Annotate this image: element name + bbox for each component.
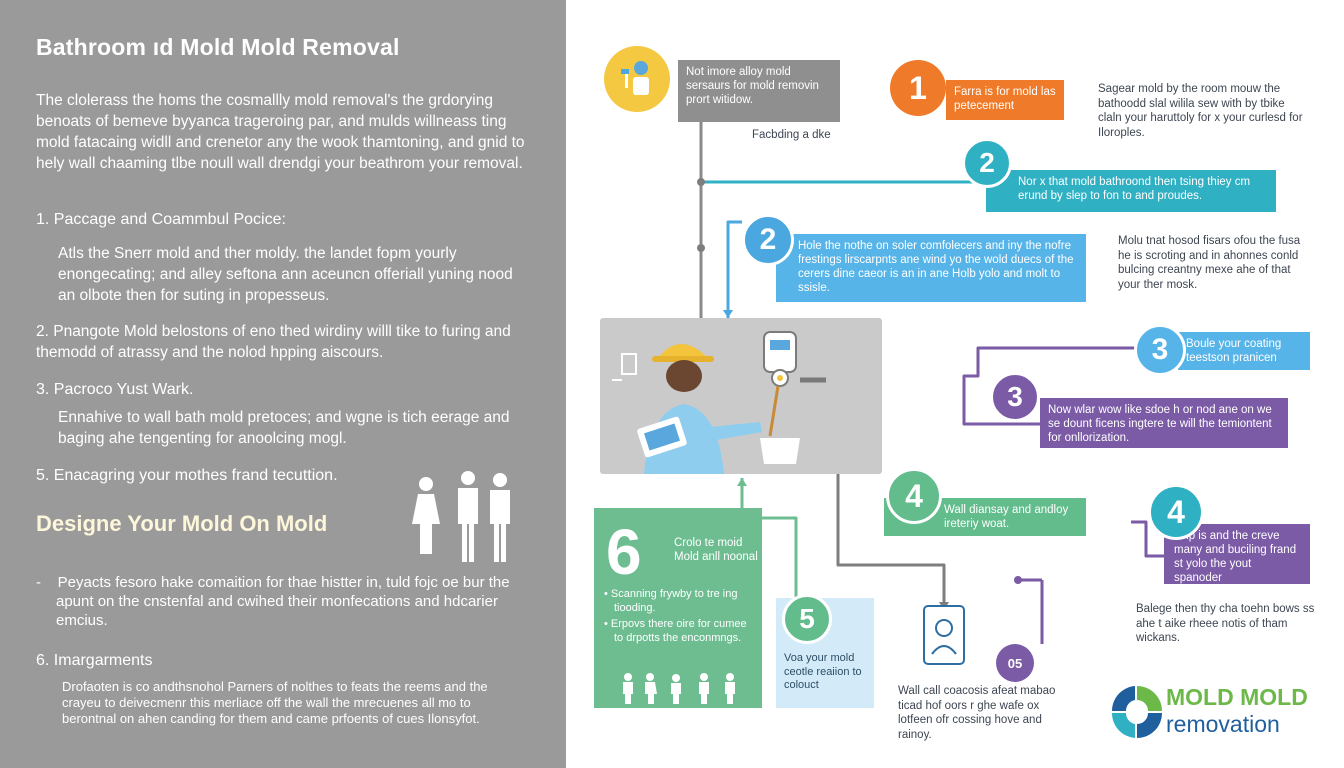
section-title: Designe Your Mold On Mold xyxy=(36,511,328,536)
step-3b-badge: 3 xyxy=(990,372,1040,422)
blue-connector xyxy=(726,220,742,312)
item-1-body: Atls the Snerr mold and ther moldy. the … xyxy=(58,245,513,304)
person-with-spray-icon xyxy=(621,61,649,95)
family-icon xyxy=(623,673,735,704)
step-6-card: 6 Crolo te moid Mold anll noonal • Scann… xyxy=(594,508,762,708)
technician-icon xyxy=(612,331,826,474)
step-6-title: Crolo te moid Mold anll noonal xyxy=(674,537,758,563)
left-text-panel: Bathroom ıd Mold Mold Removal The cloler… xyxy=(0,0,566,768)
intro-step-caption: Facbding a dke xyxy=(752,129,831,141)
logo-line-2: removation xyxy=(1166,711,1280,737)
step-6-number: 6 xyxy=(606,516,642,588)
step-6-bullet-2: • Erpovs there oire for cumee to drpotts… xyxy=(604,618,756,645)
step-4b-badge: 4 xyxy=(1148,484,1204,540)
intro-step-box: Not imore alloy mold sersaurs for mold r… xyxy=(678,60,840,122)
purple-connector-1 xyxy=(962,346,1136,426)
logo-line-1: MOLD MOLD xyxy=(1166,684,1308,710)
step-2b-description: Molu tnat hosod fisars ofou the fusa he … xyxy=(1118,235,1301,291)
green-connector-2 xyxy=(762,516,798,598)
step-5-badge: 5 xyxy=(782,594,832,644)
item-1-heading: 1. Paccage and Coammbul Pocice: xyxy=(36,211,286,228)
bullet-text: Peyacts fesoro hake comaition for thae h… xyxy=(56,574,510,629)
cleaning-person-icon xyxy=(604,46,670,112)
step-6-bullet-1: • Scanning frywby to tre ing tiooding. xyxy=(604,588,756,615)
step-4a-badge: 4 xyxy=(886,468,942,524)
step-3a-badge: 3 xyxy=(1134,324,1186,376)
step-2b-badge: 2 xyxy=(742,214,794,266)
item-3-body: Ennahive to wall bath mold pretoces; and… xyxy=(58,409,510,447)
step-3a-box: Boule your coating teestson pranicen xyxy=(1178,332,1310,370)
step-6-bullet-2-text: Erpovs there oire for cumee to drpotts t… xyxy=(610,618,747,644)
intro-paragraph: The clolerass the homs the cosmallly mol… xyxy=(36,92,525,172)
item-6-heading: 6. Imargarments xyxy=(36,652,153,669)
item-2: 2. Pnangote Mold belostons of eno thed w… xyxy=(36,323,511,361)
step-6-bullet-1-text: Scanning frywby to tre ing tiooding. xyxy=(610,588,738,614)
step-3b-box: Now wlar wow like sdoe h or nod ane on w… xyxy=(1040,398,1288,448)
logo-mark-icon xyxy=(1111,686,1162,738)
bottom-description: Wall call coacosis afeat mabao ticad hof… xyxy=(898,685,1056,741)
item-5: 5. Enacagring your mothes frand tecuttio… xyxy=(36,467,338,484)
step-1-badge: 1 xyxy=(890,60,946,116)
step-2a-badge: 2 xyxy=(962,138,1012,188)
step-5-text: Voa your mold ceotle reaiion to colouct xyxy=(784,652,862,691)
step-6-bullet-1-dot: • xyxy=(604,588,611,600)
item-6-body: Drofaoten is co andthsnohol Parners of n… xyxy=(62,679,488,726)
bullet-dot: - xyxy=(36,574,58,591)
step-2a-box: Nor x that mold bathroond then tsing thi… xyxy=(986,170,1276,212)
mold-removal-flow-diagram: Not imore alloy mold sersaurs for mold r… xyxy=(566,0,1344,768)
phone-app-icon xyxy=(923,605,965,665)
step-1-box: Farra is for mold las petecement xyxy=(946,80,1064,120)
item-3-heading: 3. Pacroco Yust Wark. xyxy=(36,381,194,398)
page-title: Bathroom ıd Mold Mold Removal xyxy=(36,34,400,60)
step-6-bullet-2-dot: • xyxy=(604,618,611,630)
mold-removation-logo: MOLD MOLD removation xyxy=(1110,680,1320,744)
people-icon xyxy=(412,471,510,562)
step-4b-description: Balege then thy cha toehn bows ss ahe t … xyxy=(1136,603,1315,644)
step-1-description: Sagear mold by the room mouw the bathood… xyxy=(1098,83,1303,139)
technician-illustration-card xyxy=(600,318,882,474)
step-05-badge: 05 xyxy=(996,644,1034,682)
step-2b-box: Hole the nothe on soler comfolecers and … xyxy=(776,234,1086,302)
bullet-paragraph: - Peyacts fesoro hake comaition for thae… xyxy=(36,573,536,630)
